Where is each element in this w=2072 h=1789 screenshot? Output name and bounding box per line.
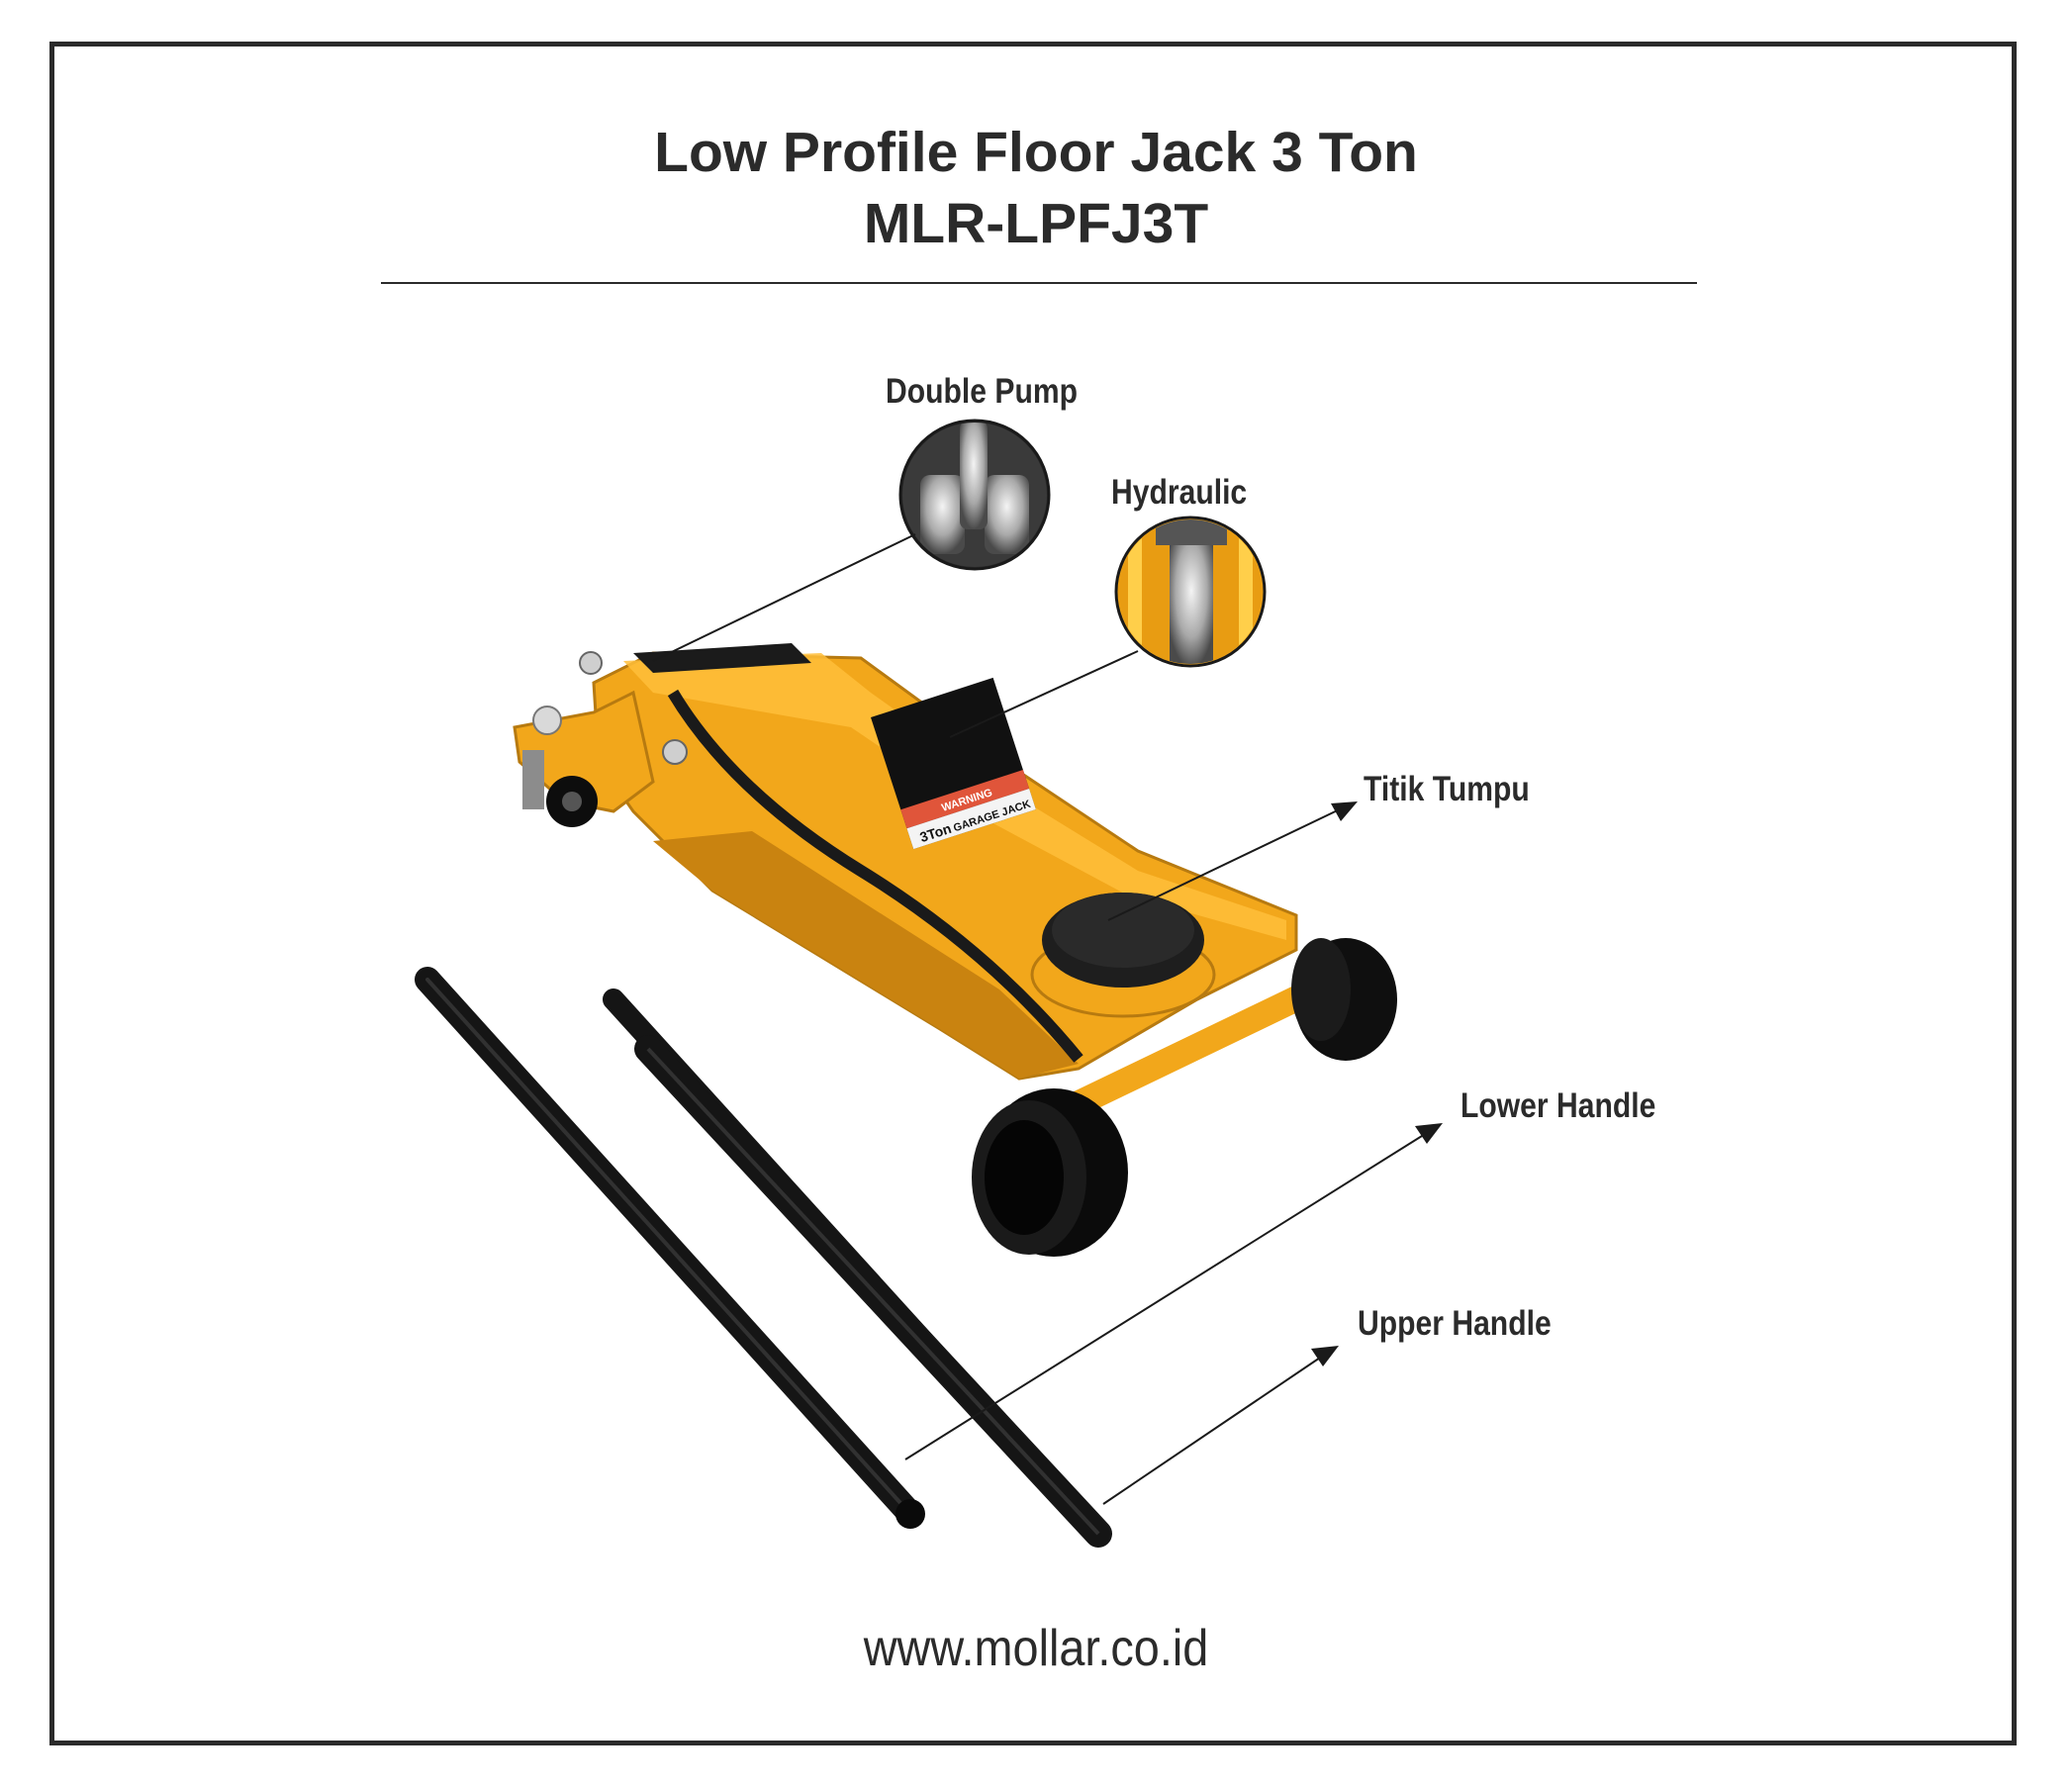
rear-wheel-left <box>972 1088 1128 1257</box>
arrowhead-lower-handle <box>1415 1123 1443 1144</box>
callout-line-double-pump <box>652 533 916 662</box>
callout-line-titik-tumpu <box>1107 805 1347 921</box>
model-number: MLR-LPFJ3T <box>863 192 1209 255</box>
website-url[interactable]: www.mollar.co.id <box>863 1620 1209 1677</box>
floor-jack: 3Ton GARAGE JACK WARNING <box>513 643 1397 1257</box>
double-pump-detail <box>898 419 1051 571</box>
jack-base-plate <box>653 831 1079 1079</box>
label-upper-handle: Upper Handle <box>1358 1304 1552 1343</box>
jack-top-plate <box>633 643 811 673</box>
callout-line-lower-handle <box>904 1130 1431 1460</box>
page-title: Low Profile Floor Jack 3 Ton <box>654 121 1418 184</box>
front-caster-wheel <box>522 750 598 827</box>
rear-axle <box>1056 967 1349 1121</box>
label-lower-handle: Lower Handle <box>1460 1086 1656 1125</box>
lower-handle <box>415 967 925 1529</box>
arrowhead-upper-handle <box>1311 1346 1339 1366</box>
jack-lift-arm <box>667 689 1083 1063</box>
label-double-pump: Double Pump <box>886 372 1078 411</box>
border-frame <box>49 42 2017 1745</box>
label-hydraulic: Hydraulic <box>1111 473 1248 512</box>
arrowhead-titik-tumpu <box>1331 801 1358 821</box>
divider <box>381 282 1697 284</box>
front-knob <box>532 706 562 735</box>
rear-wheel-right <box>1291 938 1397 1061</box>
hydraulic-detail <box>1114 516 1267 668</box>
upper-handle <box>603 989 1112 1548</box>
saddle <box>1030 893 1216 1018</box>
callout-line-hydraulic <box>949 650 1139 738</box>
frame-bolt <box>662 739 688 765</box>
callout-line-upper-handle <box>1102 1353 1327 1505</box>
label-titik-tumpu: Titik Tumpu <box>1364 770 1530 808</box>
frame-bolt <box>579 651 603 675</box>
